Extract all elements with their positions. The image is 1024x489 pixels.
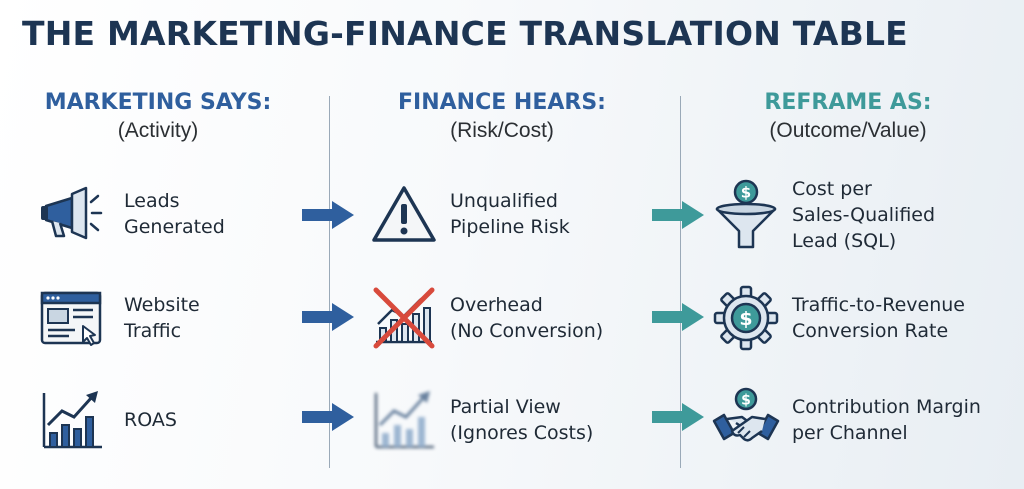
item-label: Traffic-to-Revenue Conversion Rate <box>792 294 965 342</box>
item-label: Overhead (No Conversion) <box>450 294 604 342</box>
arrow-right-icon <box>652 303 704 331</box>
column-divider-1 <box>329 96 330 468</box>
column-header-finance: FINANCE HEARS: (Risk/Cost) <box>352 90 652 143</box>
column-heading: REFRAME AS: <box>764 90 932 115</box>
arrow-right-icon <box>652 201 704 229</box>
column-divider-2 <box>680 96 681 468</box>
svg-text:$: $ <box>741 393 751 409</box>
dollar-gear-icon: $ <box>710 282 782 354</box>
item-label: Leads Generated <box>124 190 225 238</box>
item-label: Unqualified Pipeline Risk <box>450 190 570 238</box>
column-subheading: (Risk/Cost) <box>450 119 554 142</box>
item-label: ROAS <box>124 409 177 431</box>
arrow-right-icon <box>302 303 354 331</box>
dollar-funnel-icon: $ <box>710 179 782 251</box>
column-heading: MARKETING SAYS: <box>44 90 272 115</box>
svg-text:$: $ <box>739 308 752 330</box>
marketing-item-roas: ROAS <box>36 384 177 456</box>
megaphone-icon <box>36 178 108 250</box>
reframe-item-contribution-margin: $ Contribution Margin per Channel <box>710 384 981 456</box>
column-subheading: (Activity) <box>117 119 199 142</box>
page-title: THE MARKETING-FINANCE TRANSLATION TABLE <box>22 14 908 53</box>
reframe-item-conversion-rate: $ Traffic-to-Revenue Conversion Rate <box>710 282 965 354</box>
item-label: Partial View (Ignores Costs) <box>450 396 594 444</box>
reframe-item-cost-per-sql: $ Cost per Sales-Qualified Lead (SQL) <box>710 176 935 254</box>
item-label: Contribution Margin per Channel <box>792 396 981 444</box>
finance-item-partial-view: Partial View (Ignores Costs) <box>368 384 593 456</box>
browser-window-icon <box>36 282 108 354</box>
handshake-dollar-icon: $ <box>710 384 782 456</box>
column-heading: FINANCE HEARS: <box>398 90 606 115</box>
crossed-out-chart-icon <box>368 282 440 354</box>
marketing-item-leads: Leads Generated <box>36 178 225 250</box>
blurred-chart-icon <box>368 384 440 456</box>
column-header-marketing: MARKETING SAYS: (Activity) <box>8 90 308 143</box>
arrow-right-icon <box>302 403 354 431</box>
marketing-item-website-traffic: Website Traffic <box>36 282 200 354</box>
column-header-reframe: REFRAME AS: (Outcome/Value) <box>698 90 998 143</box>
warning-triangle-icon <box>368 178 440 250</box>
arrow-right-icon <box>302 201 354 229</box>
item-label: Website Traffic <box>124 294 200 342</box>
finance-item-pipeline-risk: Unqualified Pipeline Risk <box>368 178 570 250</box>
finance-item-overhead: Overhead (No Conversion) <box>368 282 603 354</box>
svg-text:$: $ <box>741 184 751 202</box>
item-label: Cost per Sales-Qualified Lead (SQL) <box>792 178 936 252</box>
column-subheading: (Outcome/Value) <box>769 119 927 142</box>
arrow-right-icon <box>652 403 704 431</box>
growth-chart-icon <box>36 384 108 456</box>
